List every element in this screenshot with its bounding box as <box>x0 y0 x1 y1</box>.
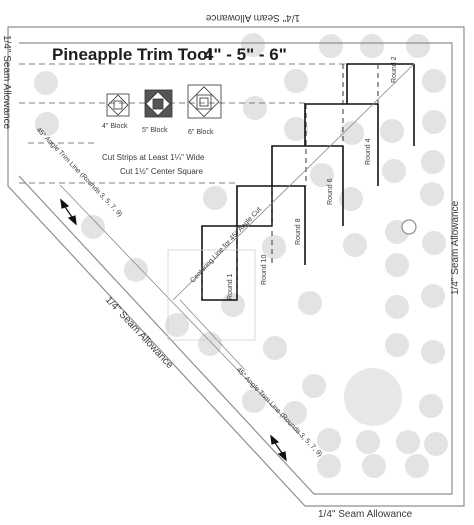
product-sizes: 4" - 5" - 6" <box>204 45 287 64</box>
angle-trim-label-upper: 45° Angle Trim Line (Rounds 3, 5, 7, 9) <box>35 126 125 218</box>
round-8-label: Round 8 <box>295 218 302 245</box>
block-icons <box>106 84 222 119</box>
centering-line-label: Centering Line for 45° Angle Cut <box>189 205 263 284</box>
ruler-dots <box>34 33 448 478</box>
block-6-icon <box>187 84 222 119</box>
round-trim-lines <box>201 63 415 301</box>
block-6-label: 6" Block <box>188 129 214 136</box>
large-dot <box>344 368 402 426</box>
ruler-outline <box>7 26 465 507</box>
seam-label-right: 1/4" Seam Allowance <box>450 200 461 295</box>
round-1-label: Round 1 <box>227 273 234 300</box>
block-4-icon <box>106 93 130 117</box>
seam-label-top: 1/4" Seam Allowance <box>205 12 300 23</box>
block-4-label: 4" Block <box>102 123 128 130</box>
round-2-label: Round 2 <box>391 56 398 83</box>
instruction-line-2: Cut 1½" Center Square <box>120 167 203 176</box>
block-5-icon <box>144 89 173 118</box>
round-6-label: Round 6 <box>327 178 334 205</box>
seam-label-bottom: 1/4" Seam Allowance <box>318 509 413 520</box>
diagonal-guides <box>59 63 415 436</box>
quarter-inch-arrows <box>60 198 287 462</box>
round-4-label: Round 4 <box>365 138 372 165</box>
product-title: Pineapple Trim Tool <box>52 45 212 64</box>
seam-label-left: 1/4" Seam Allowance <box>1 35 12 130</box>
round-10-label: Round 10 <box>261 255 268 285</box>
instruction-line-1: Cut Strips at Least 1¼" Wide <box>102 153 205 162</box>
block-5-label: 5" Block <box>142 127 168 134</box>
round-dashed-lines <box>201 64 379 300</box>
